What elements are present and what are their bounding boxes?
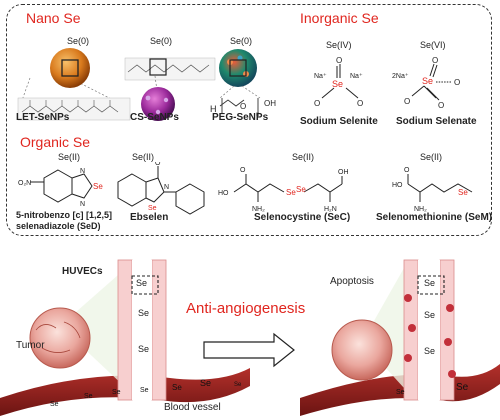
ebselen-se: Se: [148, 205, 157, 212]
selenate-na: 2Na⁺: [392, 73, 409, 80]
selenomethionine-structure: [407, 174, 473, 202]
sed-oxidation: Se(II): [58, 152, 81, 162]
ebselen-o: O: [155, 162, 161, 167]
cs-senps-structure: [124, 57, 216, 121]
ebselen-name: Ebselen: [130, 212, 169, 223]
sec-oxidation: Se(II): [292, 152, 315, 162]
huvecs-label: HUVECs: [62, 266, 103, 277]
sem-oxidation: Se(II): [420, 152, 443, 162]
selenite-structure: [321, 64, 359, 99]
peg-senps-structure: [219, 49, 261, 114]
let-senps-structure: [17, 48, 131, 121]
sem-nh2: NH₂: [414, 206, 427, 213]
peg-h-atom: H: [210, 104, 217, 114]
ebselen-oxidation: Se(II): [132, 152, 155, 162]
peg-oh-atom: OH: [264, 99, 276, 108]
cs-senps-name: CS-SeNPs: [130, 112, 179, 123]
sed-no2: O₂N: [18, 180, 31, 187]
selenite-o-top: O: [336, 56, 342, 65]
sed-structure: [30, 169, 93, 203]
sed-n1: N: [80, 168, 85, 175]
sed-name-line1: 5-nitrobenzo [c] [1,2,5]: [16, 210, 113, 220]
right-cell-se-3: Se: [424, 346, 436, 356]
left-vessel-se-3: Se: [84, 393, 93, 400]
selenate-o-right: O: [454, 78, 460, 87]
angiogenesis-illustration: Se Se Se Se Se Se Se Se Se: [0, 259, 500, 416]
nano-se-title: Nano Se: [26, 10, 81, 26]
selenate-oxidation: Se(VI): [420, 40, 446, 50]
sed-name-line2: selenadiazole (SeD): [16, 221, 101, 231]
sem-o: O: [404, 167, 410, 174]
left-vessel-se-5: Se: [140, 387, 149, 394]
peg-n-subscript: n: [256, 112, 259, 118]
nano-se-structures: H O n OH: [17, 48, 276, 121]
blood-vessel-label: Blood vessel: [164, 402, 221, 413]
selenate-o-top: O: [432, 56, 438, 65]
left-vessel-se-2: Se: [50, 401, 59, 408]
anti-angiogenesis-label: Anti-angiogenesis: [186, 300, 306, 317]
left-cell-se-1: Se: [136, 278, 148, 288]
right-scene: [300, 259, 500, 416]
left-scene: [0, 259, 250, 416]
selenite-oxidation: Se(IV): [326, 40, 352, 50]
tumor-label: Tumor: [16, 340, 45, 351]
peg-senps-name: PEG-SeNPs: [212, 112, 269, 123]
sec-o-left: O: [240, 167, 246, 174]
sed-n2: N: [80, 201, 85, 208]
sec-oh: OH: [338, 169, 349, 176]
right-vessel-se-2: Se: [456, 382, 469, 393]
cs-senps-oxidation: Se(0): [150, 36, 173, 46]
left-vessel-se-6: Se: [172, 383, 182, 392]
sec-se-1: Se: [286, 188, 296, 197]
peg-o-atom: O: [240, 102, 246, 111]
sodium-selenate-name: Sodium Selenate: [396, 116, 477, 127]
sec-nh2-right: H₂N: [324, 206, 337, 213]
inorganic-se-title: Inorganic Se: [300, 10, 379, 26]
selenate-se: Se: [422, 76, 433, 86]
left-vessel-se-4: Se: [112, 389, 121, 396]
organic-structures: O₂N N Se N O N Se HO O NH₂ Se Se H₂N OH …: [18, 162, 473, 215]
left-vessel-se-7: Se: [200, 378, 211, 388]
selenite-o-left: O: [314, 99, 320, 108]
right-cell-se-1: Se: [424, 278, 436, 288]
selenocystine-structure: [233, 174, 343, 202]
organic-se-title: Organic Se: [20, 134, 91, 150]
right-vessel-se-1: Se: [396, 389, 405, 396]
let-senps-name: LET-SeNPs: [16, 112, 70, 123]
ebselen-n: N: [164, 184, 169, 191]
left-cell-se-2: Se: [138, 308, 150, 318]
sodium-selenite-name: Sodium Selenite: [300, 116, 378, 127]
peg-senps-oxidation: Se(0): [230, 36, 253, 46]
left-vessel-se-1: Se: [234, 382, 242, 388]
selenite-se: Se: [332, 79, 343, 89]
left-cell-se-3: Se: [138, 344, 150, 354]
let-senps-oxidation: Se(0): [67, 36, 90, 46]
sem-se: Se: [458, 188, 468, 197]
right-cell-se-2: Se: [424, 310, 436, 320]
selenite-o-right: O: [357, 99, 363, 108]
sec-nh2-left: NH₂: [252, 206, 265, 213]
sec-se-2: Se: [296, 185, 306, 194]
inorganic-structures: Na⁺ Na⁺ O Se O O 2Na⁺ Se O O O O: [314, 56, 460, 110]
transition-arrow: [203, 332, 295, 368]
selenium-compounds-panel: [6, 4, 492, 236]
selenate-o-left: O: [404, 97, 410, 106]
ebselen-structure: [117, 166, 205, 215]
apoptosis-label: Apoptosis: [330, 276, 374, 287]
selenate-o-bottom: O: [438, 101, 444, 110]
selenite-na2: Na⁺: [350, 73, 363, 80]
selenocystine-name: Selenocystine (SeC): [254, 212, 351, 223]
selenate-structure: [411, 63, 452, 101]
selenite-na1: Na⁺: [314, 73, 327, 80]
sem-ho: HO: [392, 182, 403, 189]
selenomethionine-name: Selenomethionine (SeM): [376, 212, 493, 223]
sec-ho: HO: [218, 190, 229, 197]
sed-se: Se: [93, 182, 103, 191]
